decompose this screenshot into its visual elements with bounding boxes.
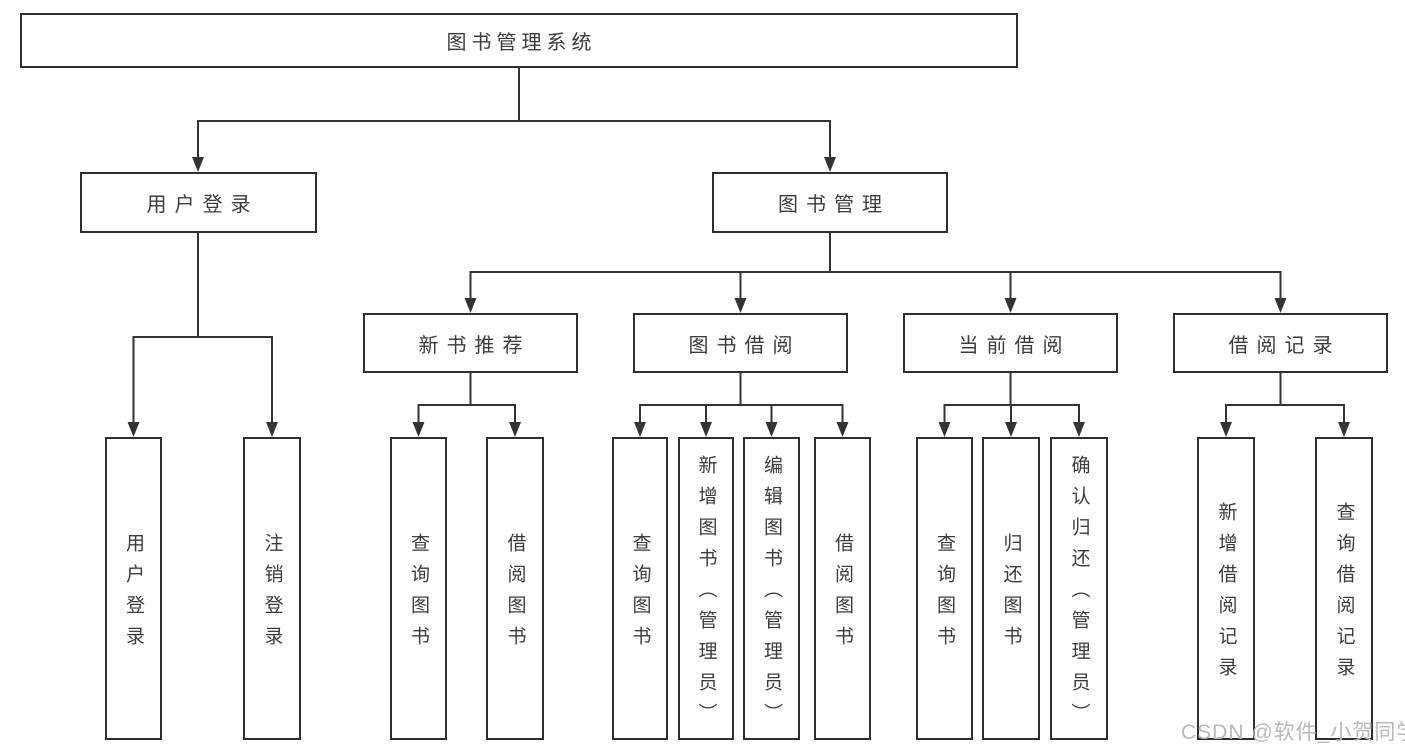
leaf-user-login: 用户登录 (105, 437, 162, 740)
leaf-recommend-query-books: 查询图书 (390, 437, 447, 740)
leaf-borrow-query-books-label: 查询图书 (629, 532, 651, 657)
leaf-return-books: 归还图书 (982, 437, 1040, 740)
node-book-management-label: 图书管理 (778, 194, 890, 216)
leaf-edit-books-admin-label: 编辑图书（管理员） (761, 455, 782, 734)
leaf-confirm-return-admin: 确认归还（管理员） (1050, 437, 1108, 740)
leaf-recommend-borrow-books-label: 借阅图书 (504, 532, 526, 657)
leaf-query-borrow-record-label: 查询借阅记录 (1333, 501, 1355, 688)
leaf-borrow-books: 借阅图书 (814, 437, 871, 740)
leaf-add-books-admin: 新增图书（管理员） (678, 437, 734, 740)
leaf-edit-books-admin: 编辑图书（管理员） (743, 437, 800, 740)
node-book-borrow: 图书借阅 (633, 313, 848, 373)
node-book-borrow-label: 图书借阅 (688, 334, 801, 357)
leaf-add-borrow-record-label: 新增借阅记录 (1215, 501, 1237, 688)
leaf-add-books-admin-label: 新增图书（管理员） (695, 455, 717, 734)
node-current-borrow: 当前借阅 (903, 313, 1118, 373)
leaf-borrow-books-label: 借阅图书 (832, 532, 853, 657)
leaf-current-query-books-label: 查询图书 (934, 532, 955, 657)
leaf-return-books-label: 归还图书 (1000, 532, 1022, 657)
leaf-query-borrow-record: 查询借阅记录 (1315, 437, 1373, 740)
csdn-watermark: CSDN @软件_小贺同学 (1181, 721, 1405, 744)
leaf-logout: 注销登录 (243, 437, 301, 740)
node-new-book-recommend-label: 新书推荐 (418, 334, 531, 357)
leaf-borrow-query-books: 查询图书 (612, 437, 668, 740)
node-borrow-records: 借阅记录 (1173, 313, 1388, 373)
node-book-management: 图书管理 (712, 172, 948, 233)
leaf-recommend-query-books-label: 查询图书 (408, 532, 429, 657)
node-borrow-records-label: 借阅记录 (1228, 334, 1341, 357)
node-root-label: 图书管理系统 (446, 32, 597, 54)
leaf-confirm-return-admin-label: 确认归还（管理员） (1068, 455, 1090, 734)
leaf-user-login-label: 用户登录 (123, 532, 144, 657)
leaf-logout-label: 注销登录 (261, 532, 283, 657)
leaf-recommend-borrow-books: 借阅图书 (486, 437, 544, 740)
node-current-borrow-label: 当前借阅 (958, 334, 1071, 357)
leaf-current-query-books: 查询图书 (916, 437, 973, 740)
node-user-login-label: 用户登录 (146, 194, 259, 216)
node-user-login: 用户登录 (80, 172, 317, 233)
node-root: 图书管理系统 (20, 13, 1018, 68)
leaf-add-borrow-record: 新增借阅记录 (1197, 437, 1255, 740)
node-new-book-recommend: 新书推荐 (363, 313, 578, 373)
